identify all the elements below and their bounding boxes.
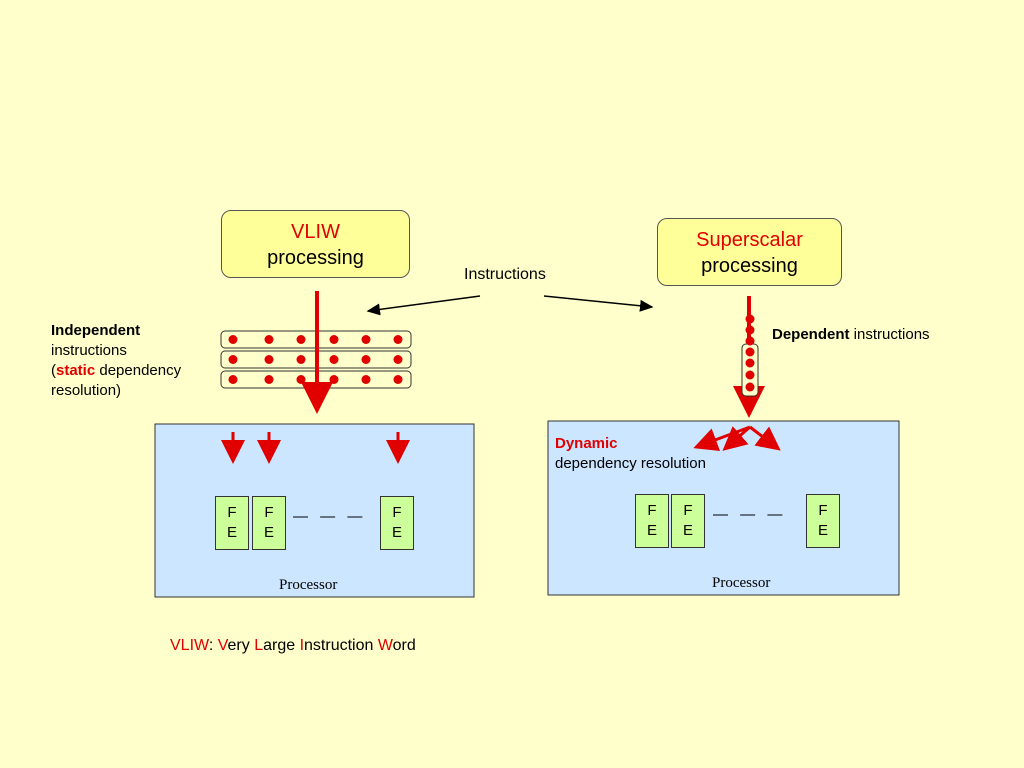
fe-bottom: E bbox=[391, 524, 402, 541]
fe-bottom: E bbox=[646, 522, 657, 539]
caption-l: L bbox=[254, 637, 264, 654]
superscalar-subtitle: processing bbox=[701, 255, 798, 277]
dependent-word: Dependent bbox=[772, 326, 850, 343]
dynamic-line2: dependency resolution bbox=[555, 455, 706, 472]
vliw-subtitle: processing bbox=[267, 247, 364, 269]
dependent-instruction-dots bbox=[745, 314, 755, 392]
dashes: — — — bbox=[293, 508, 367, 525]
vliw-processing-box: VLIW processing bbox=[221, 210, 410, 278]
instructions-arrow-left bbox=[366, 295, 481, 316]
fe-top: F bbox=[647, 502, 657, 519]
superscalar-processor-label: Processor bbox=[712, 575, 771, 591]
dynamic-label: Dynamic dependency resolution bbox=[555, 434, 706, 474]
fe-top: F bbox=[264, 504, 274, 521]
vliw-processor-box bbox=[154, 423, 475, 598]
independent-label: Independent instructions (static depende… bbox=[51, 321, 181, 401]
caption-arge: arge bbox=[263, 637, 300, 654]
independent-word: Independent bbox=[51, 322, 141, 339]
dashes: — — — bbox=[713, 506, 787, 523]
caption-v: V bbox=[217, 637, 228, 654]
dynamic-word: Dynamic bbox=[555, 435, 618, 452]
vliw-title: VLIW bbox=[291, 221, 340, 243]
instructions-arrow-right bbox=[543, 295, 654, 312]
independent-line4: resolution) bbox=[51, 382, 122, 399]
superscalar-processing-box: Superscalar processing bbox=[657, 218, 842, 286]
fe-top: F bbox=[683, 502, 693, 519]
caption-ord: ord bbox=[392, 637, 416, 654]
dependent-rest: instructions bbox=[849, 326, 930, 343]
open-paren: ( bbox=[51, 362, 56, 379]
fe-top: F bbox=[392, 504, 402, 521]
caption-w: W bbox=[377, 637, 393, 654]
dependent-label: Dependent instructions bbox=[772, 325, 930, 345]
instructions-label: Instructions bbox=[464, 266, 546, 283]
fe-bottom: E bbox=[817, 522, 828, 539]
caption-ery: ery bbox=[227, 637, 255, 654]
caption-colon: : bbox=[208, 637, 218, 654]
dependency-word: dependency bbox=[95, 362, 182, 379]
dynamic-dispatch-arrows bbox=[693, 425, 781, 451]
fe-bottom: E bbox=[682, 522, 693, 539]
fe-top: F bbox=[818, 502, 828, 519]
vliw-caption: VLIW: Very Large Instruction Word bbox=[170, 637, 416, 655]
caption-nstruction: nstruction bbox=[304, 637, 378, 654]
caption-abbr: VLIW bbox=[170, 637, 209, 654]
independent-line2: instructions bbox=[51, 342, 127, 359]
caption-i: I bbox=[299, 637, 305, 654]
fe-bottom: E bbox=[226, 524, 237, 541]
vliw-processor-label: Processor bbox=[279, 577, 338, 593]
static-word: static bbox=[56, 362, 96, 379]
fe-top: F bbox=[227, 504, 237, 521]
fe-bottom: E bbox=[263, 524, 274, 541]
superscalar-title: Superscalar bbox=[696, 229, 803, 251]
